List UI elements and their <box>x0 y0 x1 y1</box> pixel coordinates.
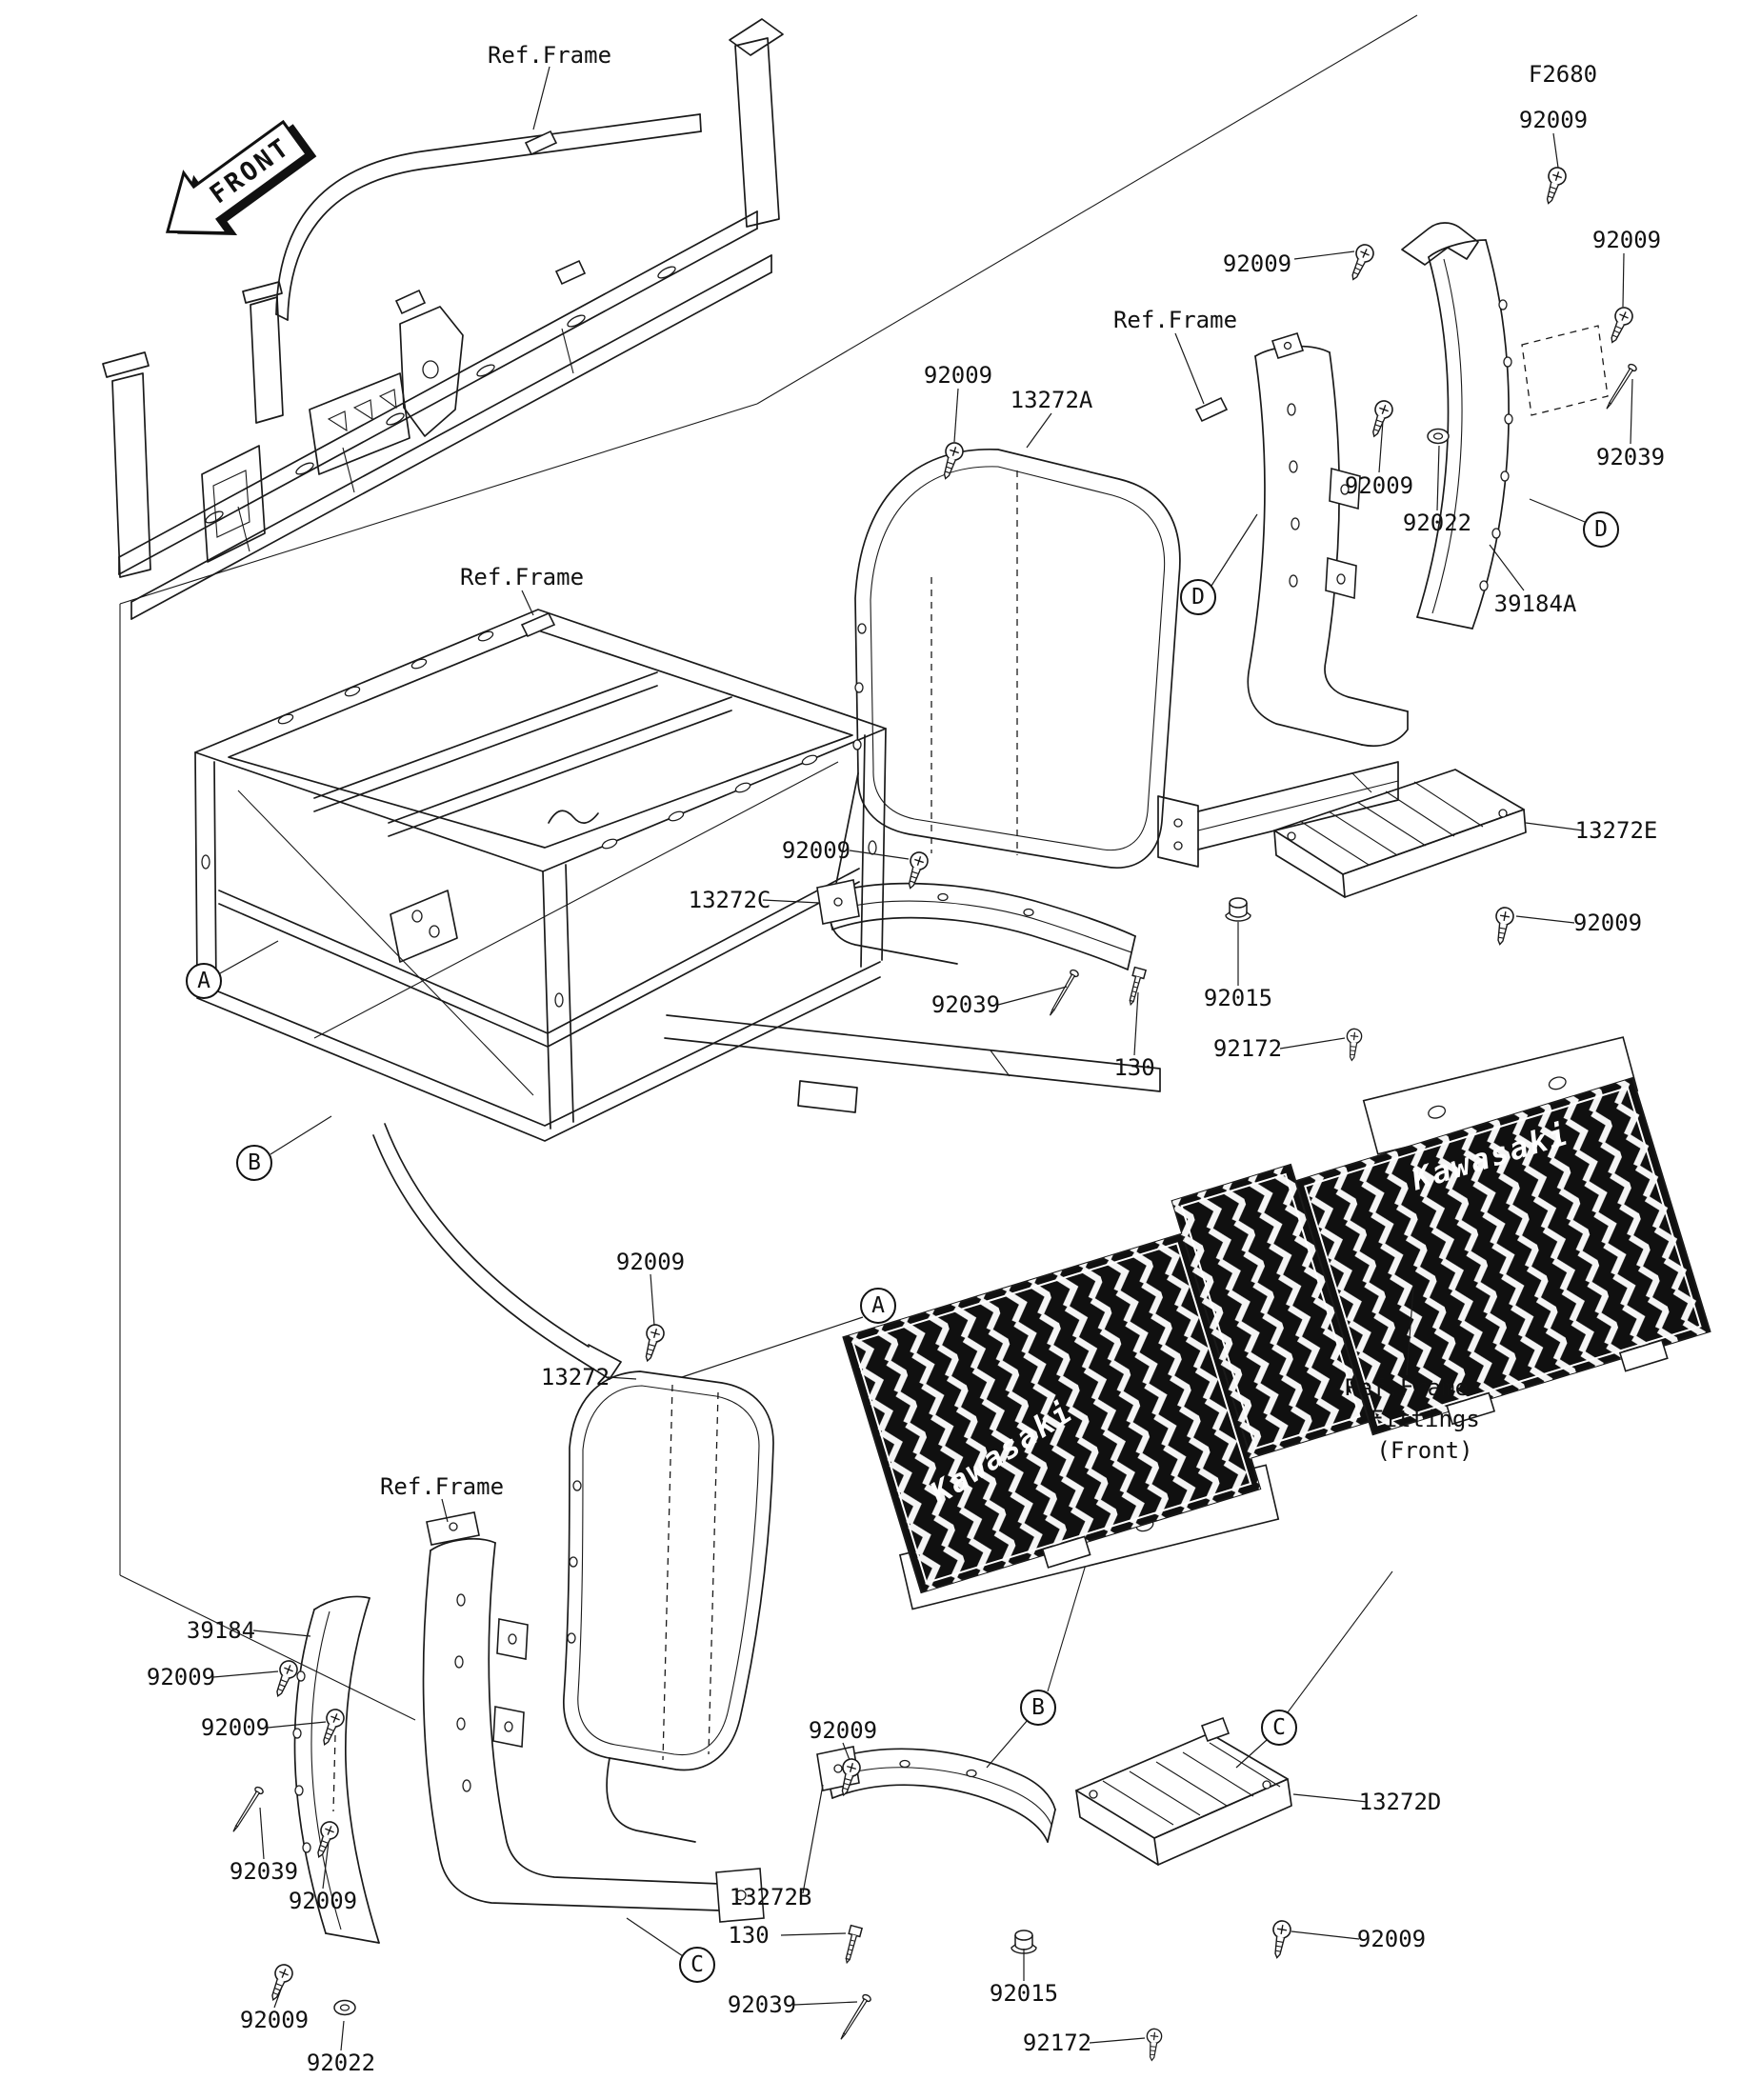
panel-39184 <box>292 1595 380 1944</box>
part-label-92022: 92022 <box>1402 510 1472 536</box>
part-label-92009: 92009 <box>1222 250 1292 277</box>
front-frame-assembly <box>102 18 784 620</box>
part-label-fittings: Fittings <box>1370 1406 1480 1432</box>
panel-13272 <box>563 1370 774 1843</box>
callout-d: D <box>1180 579 1216 615</box>
panel-39184A <box>1401 222 1609 630</box>
callout-a: A <box>186 963 222 999</box>
part-label-f2680: F2680 <box>1528 61 1598 88</box>
part-label-92009: 92009 <box>923 362 993 389</box>
part-label-92009: 92009 <box>615 1249 686 1275</box>
part-label-ref-frame: Ref.Frame <box>487 42 612 69</box>
strip-13272C <box>816 879 1136 970</box>
part-label-92009: 92009 <box>1591 227 1662 253</box>
part-label-130: 130 <box>1113 1054 1155 1081</box>
part-label-92172: 92172 <box>1022 2030 1092 2056</box>
part-label-130: 130 <box>728 1922 770 1949</box>
part-label-92015: 92015 <box>1203 985 1273 1011</box>
part-label-92009: 92009 <box>239 2007 310 2033</box>
callout-d: D <box>1583 511 1619 548</box>
part-label-92009: 92009 <box>200 1714 270 1741</box>
part-label-92009: 92009 <box>1356 1926 1427 1952</box>
part-label-92009: 92009 <box>288 1888 358 1914</box>
channel-frame-d <box>1194 332 1409 748</box>
part-label-13272a: 13272A <box>1010 387 1093 413</box>
channel-frame-c <box>422 1511 765 1923</box>
plate-13272D <box>1075 1716 1292 1866</box>
part-label-92172: 92172 <box>1212 1035 1283 1062</box>
part-label-13272: 13272 <box>540 1364 610 1390</box>
part-label-13272b: 13272B <box>729 1884 812 1910</box>
part-label-92039: 92039 <box>229 1858 299 1885</box>
part-label-13272d: 13272D <box>1358 1789 1442 1815</box>
part-label-39184: 39184 <box>186 1617 256 1644</box>
part-label-13272e: 13272E <box>1574 817 1658 844</box>
bracket-bar <box>1157 761 1399 868</box>
floor-mat: Kawasaki Kawasaki <box>842 1036 1711 1610</box>
part-label-92039: 92039 <box>1595 444 1666 470</box>
callout-b: B <box>236 1145 272 1181</box>
part-label--front-: (Front) <box>1376 1437 1473 1464</box>
part-label-ref-frame: Ref.Frame <box>1112 307 1238 333</box>
callout-c: C <box>679 1947 715 1983</box>
callout-a: A <box>860 1288 896 1324</box>
part-label-39184a: 39184A <box>1493 590 1577 617</box>
part-label-ref-frame: Ref.Frame <box>1344 1374 1470 1401</box>
part-label-92009: 92009 <box>1344 472 1414 499</box>
seat-frame-assembly <box>194 609 1161 1380</box>
part-label-92022: 92022 <box>306 2050 376 2076</box>
part-label-92009: 92009 <box>808 1717 878 1744</box>
part-label-92015: 92015 <box>989 1980 1059 2007</box>
callout-b: B <box>1020 1690 1056 1726</box>
callout-c: C <box>1261 1710 1297 1746</box>
part-label-ref-frame: Ref.Frame <box>459 564 585 590</box>
leader-lines <box>212 66 1633 2051</box>
part-label-92009: 92009 <box>781 837 851 864</box>
part-label-92039: 92039 <box>727 1991 797 2018</box>
plate-13272E <box>1273 769 1527 898</box>
part-label-92009: 92009 <box>146 1664 216 1690</box>
part-label-13272c: 13272C <box>688 887 771 913</box>
part-label-92039: 92039 <box>931 991 1001 1018</box>
part-label-92009: 92009 <box>1572 910 1643 936</box>
part-label-92009: 92009 <box>1518 107 1589 133</box>
part-label-ref-frame: Ref.Frame <box>379 1473 505 1500</box>
construction-lines <box>119 14 1418 1721</box>
